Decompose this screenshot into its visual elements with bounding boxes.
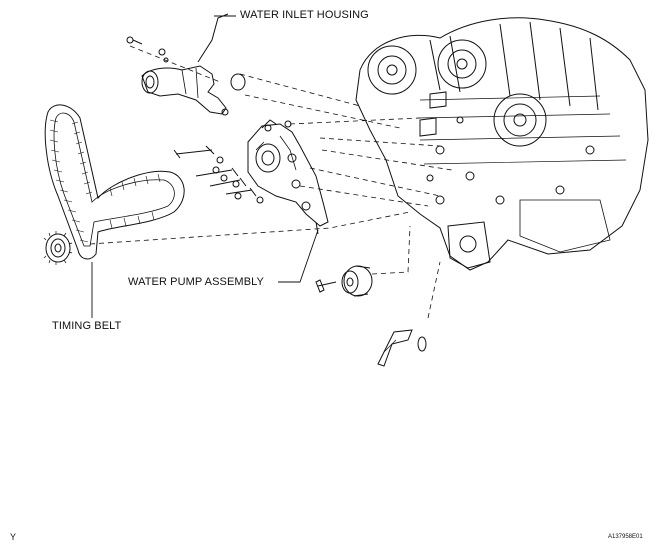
belt-guide-bracket [377,329,427,367]
water-inlet-housing-label: WATER INLET HOUSING [240,9,369,21]
engine-block [355,17,649,271]
water-inlet-housing [126,13,292,128]
water-pump-assembly-label: WATER PUMP ASSEMBLY [128,276,264,288]
timing-belt [44,104,185,260]
idler-pulley [315,265,373,297]
leader-lines [91,15,319,318]
alignment-lines [89,45,453,319]
water-pump-assembly [173,119,329,235]
illustration-code: A137958E01 [608,534,643,540]
crankshaft-pulley [43,231,73,265]
timing-belt-label: TIMING BELT [52,320,122,332]
corner-mark: Y [10,532,17,542]
